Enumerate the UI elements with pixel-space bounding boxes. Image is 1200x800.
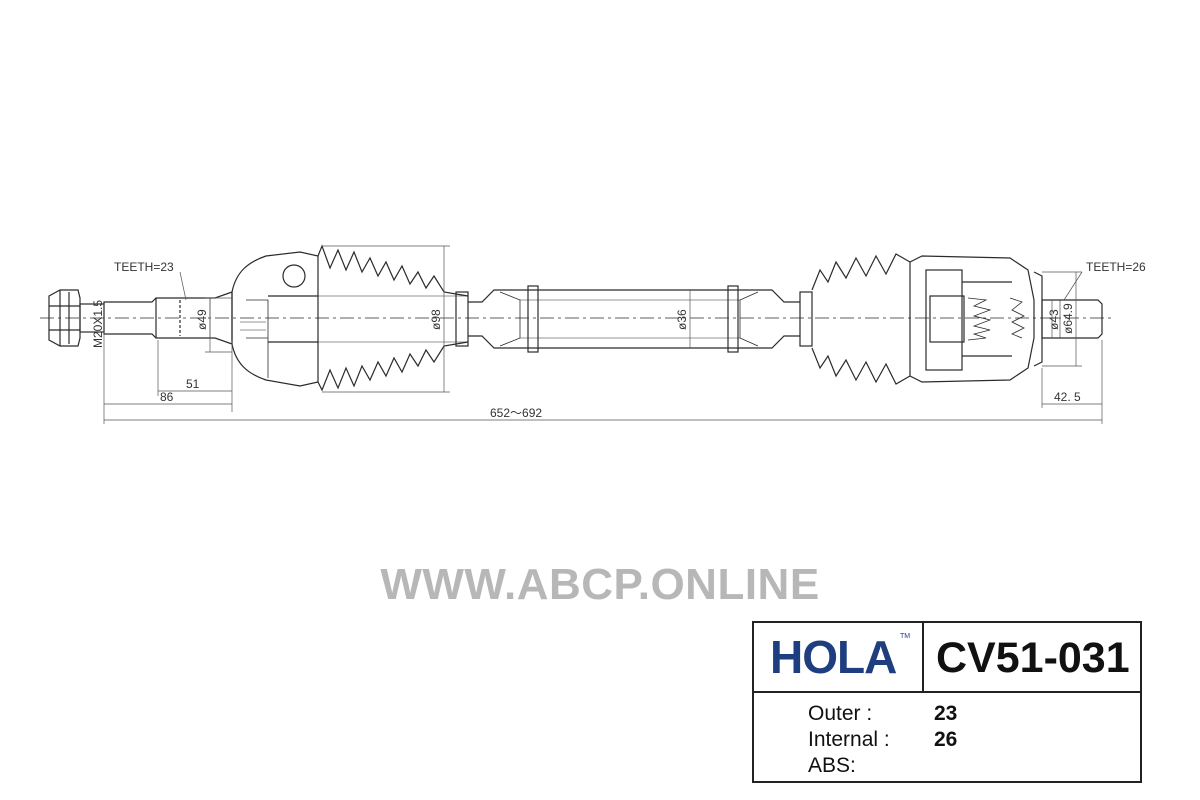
spec-header: HOLA TM CV51-031 (754, 623, 1140, 693)
spec-value: 23 (934, 702, 958, 725)
spec-label: Outer : (808, 702, 873, 725)
part-number: CV51-031 (936, 634, 1130, 682)
inner-tripod-joint (909, 255, 1043, 383)
teeth-outer-label: TEETH=23 (114, 260, 174, 274)
spec-row-internal: Internal : 26 (808, 727, 957, 753)
brand-logo: HOLA (770, 631, 897, 683)
teeth-inner-label: TEETH=26 (1086, 260, 1146, 274)
inner-length-label: 42. 5 (1054, 390, 1081, 404)
hub-nut (48, 289, 81, 347)
watermark: WWW.ABCP.ONLINE (380, 560, 820, 609)
outer-boot-diameter-label: ø98 (429, 309, 443, 330)
spline-length-label: 51 (186, 377, 200, 391)
inner-spline-diameter-label: ø43 (1047, 309, 1061, 330)
total-length-label: 652～692 (490, 406, 542, 420)
spec-row-abs: ABS: (808, 753, 934, 779)
drive-shaft (468, 285, 800, 353)
shaft-diameter-label: ø36 (675, 309, 689, 330)
spec-label: ABS: (808, 754, 856, 777)
inner-housing-diameter-label: ø64.9 (1061, 303, 1075, 334)
inner-spline-stub (1041, 299, 1103, 339)
outer-cv-joint (231, 251, 319, 387)
spec-value: 26 (934, 728, 958, 751)
spec-table: HOLA TM CV51-031 Outer :23 Internal :26 … (752, 621, 1142, 783)
spec-row-outer: Outer : 23 (808, 701, 957, 727)
outer-length-label: 86 (160, 390, 174, 404)
trademark-mark: TM (900, 633, 911, 640)
header-divider (922, 623, 924, 693)
thread-label: M20X1.5 (91, 300, 105, 348)
outer-boot (317, 244, 469, 392)
outer-spline-diameter-label: ø49 (195, 309, 209, 330)
inner-boot (799, 253, 911, 385)
cv-axle-drawing: TEETH=23 TEETH=26 M20X1.5 ø49 ø98 ø36 ø4… (40, 244, 1146, 424)
spec-label: Internal : (808, 728, 890, 751)
